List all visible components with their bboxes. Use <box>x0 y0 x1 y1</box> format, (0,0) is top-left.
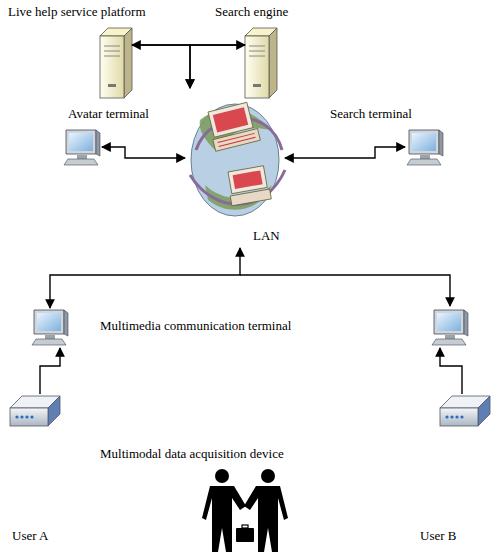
connector-arrow <box>102 147 185 158</box>
icon-node: Avatar terminal <box>62 128 102 166</box>
icon-node: Multimedia communication terminal <box>30 308 70 348</box>
icon-node: LAN <box>185 88 285 248</box>
connector-arrow <box>190 45 245 88</box>
wire <box>440 348 462 394</box>
node-label: Multimodal data acquisition device <box>100 446 284 462</box>
user-label: User B <box>420 528 456 544</box>
lan-icon <box>190 101 285 216</box>
node-label: Search terminal <box>330 106 412 122</box>
node-label: Live help service platform <box>8 4 146 20</box>
connector-arrow <box>285 147 405 158</box>
icon-node: Search terminal <box>405 128 445 166</box>
icon-node: Live help service platform <box>100 28 132 98</box>
node-label: LAN <box>253 228 280 244</box>
icon-node: Multimodal data acquisition device <box>10 394 60 428</box>
users-figure <box>202 469 288 552</box>
icon-node: Search engine <box>245 28 277 98</box>
connector-arrow <box>50 248 240 308</box>
wire <box>240 275 450 306</box>
node-label: Avatar terminal <box>68 106 149 122</box>
node-label: Multimedia communication terminal <box>100 318 291 334</box>
node-label: Search engine <box>215 4 288 20</box>
user-label: User A <box>12 528 48 544</box>
connector-arrow <box>40 348 60 394</box>
connector-arrow <box>132 45 190 88</box>
